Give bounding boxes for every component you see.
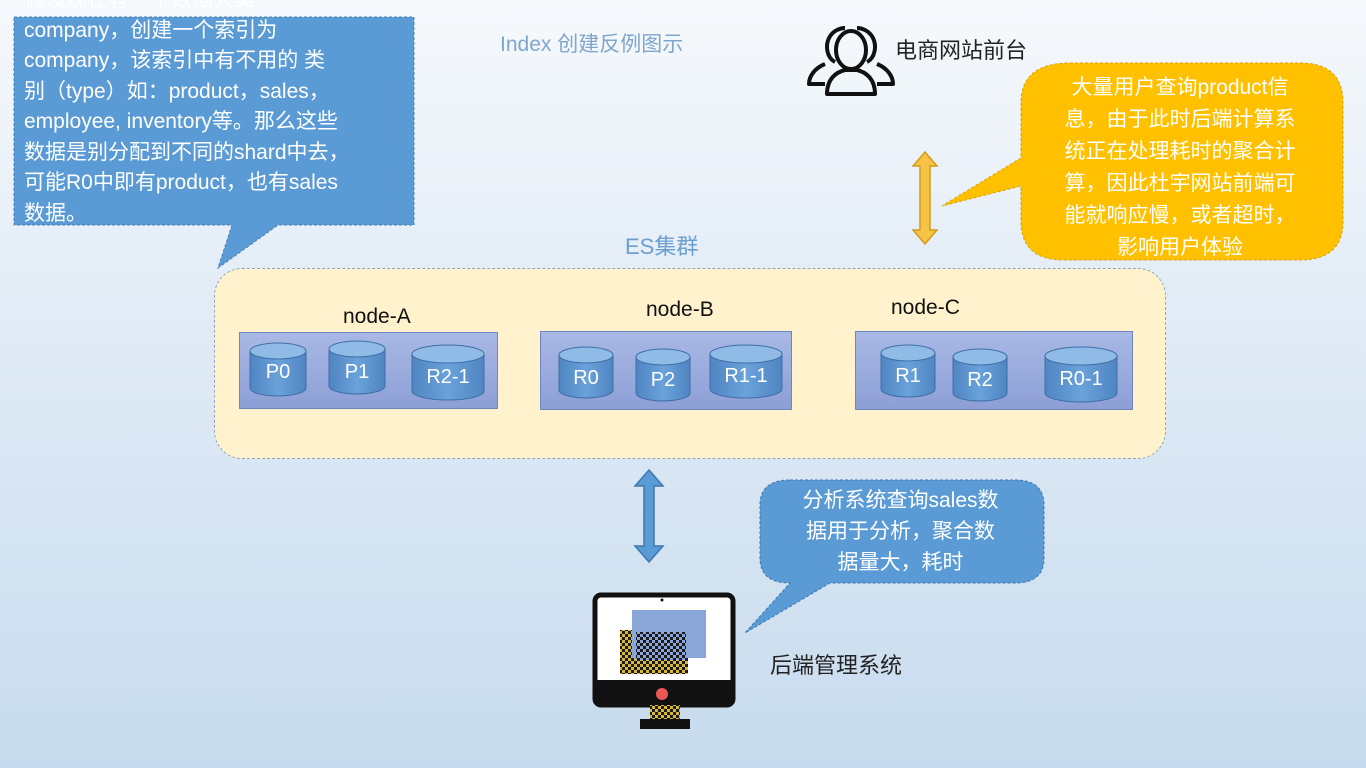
shard-cylinder [249,342,307,397]
shard-label: P0 [265,361,291,383]
callout-frontend-line: 算，因此杜宇网站前端可 [1064,172,1296,195]
shard-cylinder [411,344,485,401]
node-b-label: node-B [646,298,714,321]
callout-index-line: company，创建一个索引为 [24,18,278,42]
shard-cylinder [1044,346,1118,403]
shard-cylinder [328,340,386,395]
shard-cylinder [880,344,936,398]
callout-frontend-line: 息，由于此时后端计算系 [1064,108,1296,131]
shard-cylinder [952,348,1008,402]
shard-label: R1 [895,365,921,387]
diagram-title: Index 创建反例图示 [500,33,684,56]
callout-index-line: 可能R0中即有product，也有sales [24,171,338,194]
shard-label: R2-1 [426,366,470,388]
callout-index-line: employee, inventory等。那么这些 [24,110,338,133]
shard-label: R1-1 [724,365,768,387]
shard-label: P2 [650,369,676,391]
monitor-icon [592,592,736,729]
shard-label: R0-1 [1059,368,1103,390]
callout-frontend-line: 大量用户查询product信 [1071,76,1289,99]
shard-cylinder [635,348,691,402]
callout-index-text: 假设现在有一个数据大类: company，创建一个索引为 company，该索引… [24,0,404,229]
user-group-icon [807,26,895,96]
callout-index-line: company，该索引中有不用的 类 [24,49,326,72]
cluster-backend-arrow [633,468,665,564]
callout-frontend-line: 统正在处理耗时的聚合计 [1064,140,1296,163]
shard-label: R2 [967,369,993,391]
frontend-cluster-arrow [911,150,939,246]
callout-frontend-line: 影响用户体验 [1117,236,1243,259]
node-c-label: node-C [891,296,960,319]
cluster-label: ES集群 [625,234,699,259]
shard-cylinder [709,344,783,399]
shard-label: P1 [344,361,370,383]
shard-cylinder [558,346,614,399]
callout-index-line: 别（type）如：product，sales， [24,79,330,103]
callout-frontend-line: 能就响应慢，或者超时， [1064,204,1296,227]
callout-index-line: 数据是别分配到不同的shard中去， [24,140,350,164]
callout-backend-line: 据量大，耗时 [837,551,964,574]
node-a-label: node-A [343,305,411,328]
backend-label: 后端管理系统 [770,653,903,678]
callout-index-line: 数据。 [24,201,87,225]
callout-backend-line: 分析系统查询sales数 [802,489,999,512]
callout-index-line: 假设现在有一个数据大类: [24,0,404,16]
callout-backend-text: 分析系统查询sales数 据用于分析，聚合数 据量大，耗时 [768,485,1033,578]
shard-label: R0 [573,367,599,389]
callout-backend-line: 据用于分析，聚合数 [806,520,995,543]
frontend-label: 电商网站前台 [895,38,1028,63]
callout-frontend-text: 大量用户查询product信 息，由于此时后端计算系 统正在处理耗时的聚合计 算… [1030,72,1330,264]
